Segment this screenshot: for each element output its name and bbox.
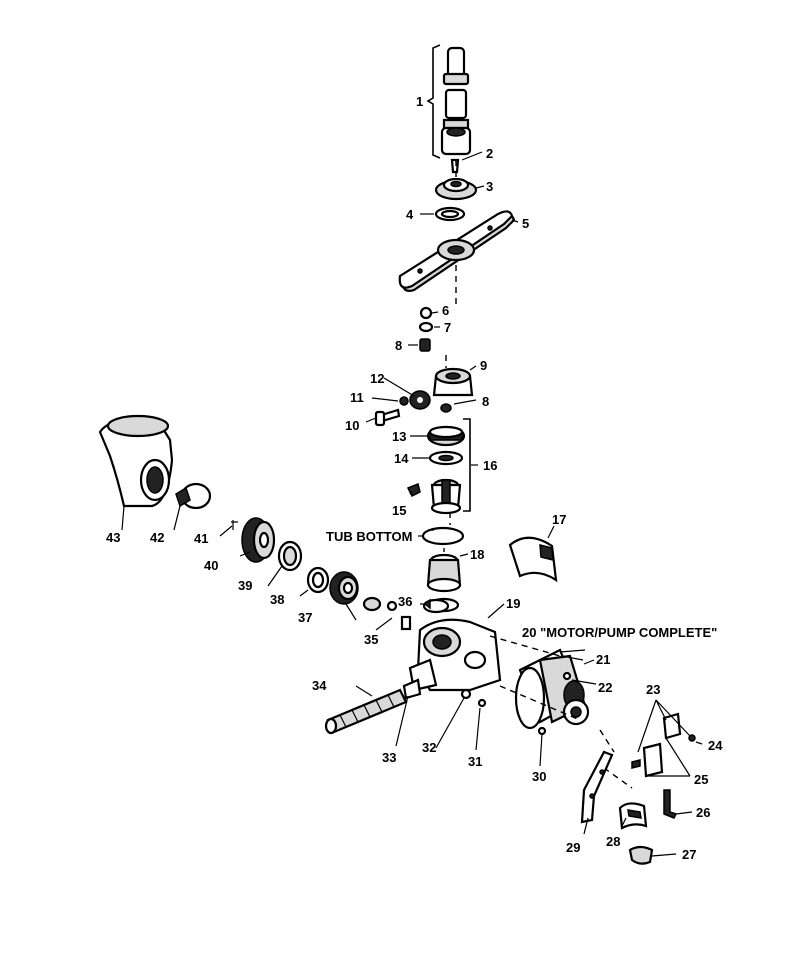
callout-28: 28	[606, 834, 620, 849]
callout-40: 40	[204, 558, 218, 573]
part-7-washer	[418, 321, 434, 333]
part-5-spray-arm	[398, 210, 516, 292]
part-42-clamp	[175, 482, 212, 510]
tub-bottom-label: TUB BOTTOM	[326, 529, 412, 544]
callout-23: 23	[646, 682, 660, 697]
callout-34: 34	[312, 678, 327, 693]
callout-27: 27	[682, 847, 696, 862]
callout-15: 15	[392, 503, 406, 518]
part-2-screw	[450, 158, 460, 174]
callout-8: 8	[395, 338, 402, 353]
callout-39: 39	[238, 578, 252, 593]
part-16-bracket	[463, 418, 471, 512]
part-29-bracket	[580, 750, 614, 824]
callout-16: 16	[483, 458, 497, 473]
callout-32: 32	[422, 740, 436, 755]
callout-1: 1	[416, 94, 423, 109]
callout-25: 25	[694, 772, 708, 787]
callout-30: 30	[532, 769, 546, 784]
part-15-clip	[406, 482, 421, 498]
part-13-gear	[426, 425, 466, 447]
part-26-clip	[663, 789, 678, 819]
callout-21: 21	[596, 652, 610, 667]
callout-31: 31	[468, 754, 482, 769]
part-11-washer	[399, 396, 409, 406]
callout-3: 3	[486, 179, 493, 194]
callout-33: 33	[382, 750, 396, 765]
callout-11: 11	[350, 390, 364, 405]
part-8-nut	[419, 338, 431, 352]
part-31-washer	[477, 698, 487, 708]
part-6-screw	[419, 306, 433, 320]
callout-9: 9	[480, 358, 487, 373]
callout-6: 6	[442, 303, 449, 318]
part-4-seal	[434, 206, 466, 222]
part-34-auger	[324, 688, 408, 735]
part-19-pump-housing	[408, 618, 502, 692]
part-14-washer	[428, 450, 464, 466]
part-37-impeller	[329, 571, 359, 605]
callout-22: 22	[598, 680, 612, 695]
part-43-sump	[98, 414, 174, 508]
part-8b-nut	[440, 403, 452, 413]
callout-12: 12	[370, 371, 384, 386]
part-33-spring	[402, 678, 422, 700]
callout-8b: 8	[482, 394, 489, 409]
part-17-shield	[508, 536, 558, 583]
part-3-bearing	[434, 177, 478, 201]
part-22-screw	[562, 671, 572, 681]
part-30-motor	[514, 648, 590, 736]
callout-2: 2	[486, 146, 493, 161]
part-38-ring	[306, 566, 330, 594]
callout-19: 19	[506, 596, 520, 611]
part-28-mount	[618, 802, 648, 830]
callout-10: 10	[345, 418, 359, 433]
part-12-gear	[409, 390, 431, 410]
part-40-gear	[241, 517, 276, 563]
part-35-fittings	[362, 596, 412, 631]
callout-13: 13	[392, 429, 406, 444]
part-27-grommet	[628, 845, 654, 865]
callout-38: 38	[270, 592, 284, 607]
part-41-pin	[231, 520, 238, 530]
callout-17: 17	[552, 512, 566, 527]
callout-4: 4	[406, 207, 414, 222]
callout-18: 18	[470, 547, 484, 562]
callout-29: 29	[566, 840, 580, 855]
part-32-washer	[460, 688, 472, 700]
callout-labels: 1 2 3 4 5 6 7 8 8 9 10 11 12 13 14 15 16…	[106, 94, 723, 862]
callout-35: 35	[364, 632, 378, 647]
part-21-wire	[559, 649, 586, 661]
part-10-screw	[374, 408, 401, 427]
callout-42: 42	[150, 530, 164, 545]
part-9-hub	[432, 367, 474, 397]
spray-tube-assembly	[426, 44, 472, 159]
callout-7: 7	[444, 320, 451, 335]
motor-pump-complete-label: 20 "MOTOR/PUMP COMPLETE"	[522, 625, 717, 640]
part-36-clamp	[422, 598, 450, 614]
part-16-impeller	[430, 478, 462, 515]
callout-14: 14	[394, 451, 409, 466]
callout-26: 26	[696, 805, 710, 820]
part-23-bracket	[631, 712, 696, 778]
callout-24: 24	[708, 738, 723, 753]
callout-36: 36	[398, 594, 412, 609]
part-39-seal	[277, 540, 303, 572]
leader-lines	[121, 151, 703, 857]
callout-37: 37	[298, 610, 312, 625]
callout-43: 43	[106, 530, 120, 545]
callout-41: 41	[194, 531, 208, 546]
callout-5: 5	[522, 216, 529, 231]
